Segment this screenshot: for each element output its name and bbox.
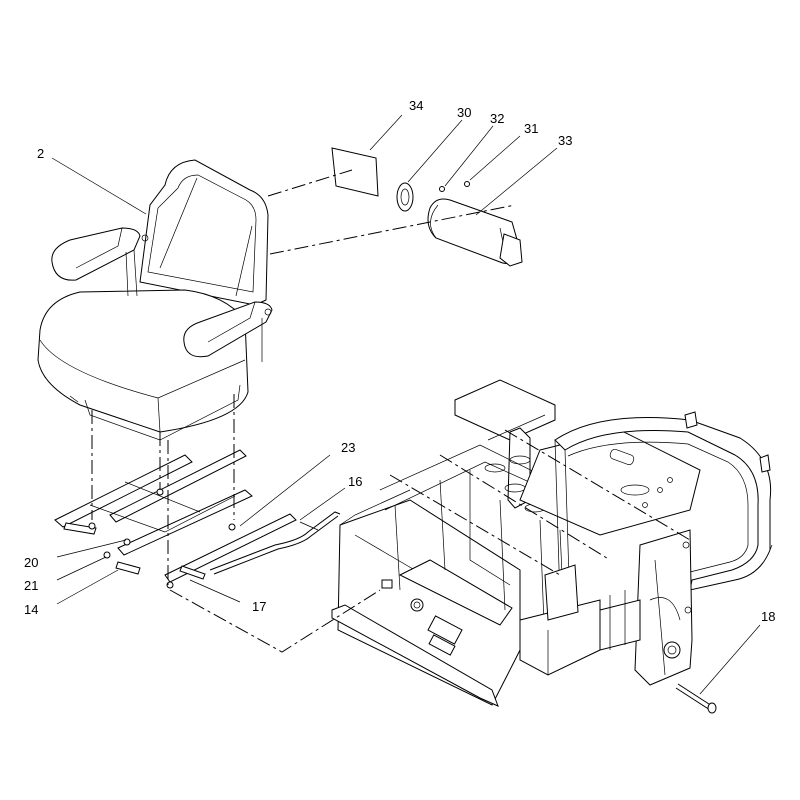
callout-32: 32 bbox=[490, 111, 504, 126]
seat-assembly bbox=[37, 159, 273, 441]
bolt-part-18 bbox=[675, 683, 717, 714]
callout-16: 16 bbox=[348, 474, 362, 489]
callout-33: 33 bbox=[558, 133, 572, 148]
callout-23: 23 bbox=[341, 440, 355, 455]
callout-18: 18 bbox=[761, 609, 775, 624]
accessory-parts bbox=[331, 147, 523, 267]
callout-17: 17 bbox=[252, 599, 266, 614]
callout-20: 20 bbox=[24, 555, 38, 570]
callout-30: 30 bbox=[457, 105, 471, 120]
frame-chassis bbox=[331, 379, 773, 707]
callout-2: 2 bbox=[37, 146, 44, 161]
rod-part-16 bbox=[209, 511, 341, 575]
callout-21: 21 bbox=[24, 578, 38, 593]
callout-34: 34 bbox=[409, 98, 423, 113]
leader-lines bbox=[51, 114, 761, 695]
callout-31: 31 bbox=[524, 121, 538, 136]
callout-labels: 2 34 30 32 31 33 23 16 20 21 14 17 18 bbox=[24, 98, 775, 624]
assembly-lines bbox=[91, 169, 691, 653]
callout-14: 14 bbox=[24, 602, 38, 617]
seat-mount-bracket bbox=[54, 449, 297, 589]
